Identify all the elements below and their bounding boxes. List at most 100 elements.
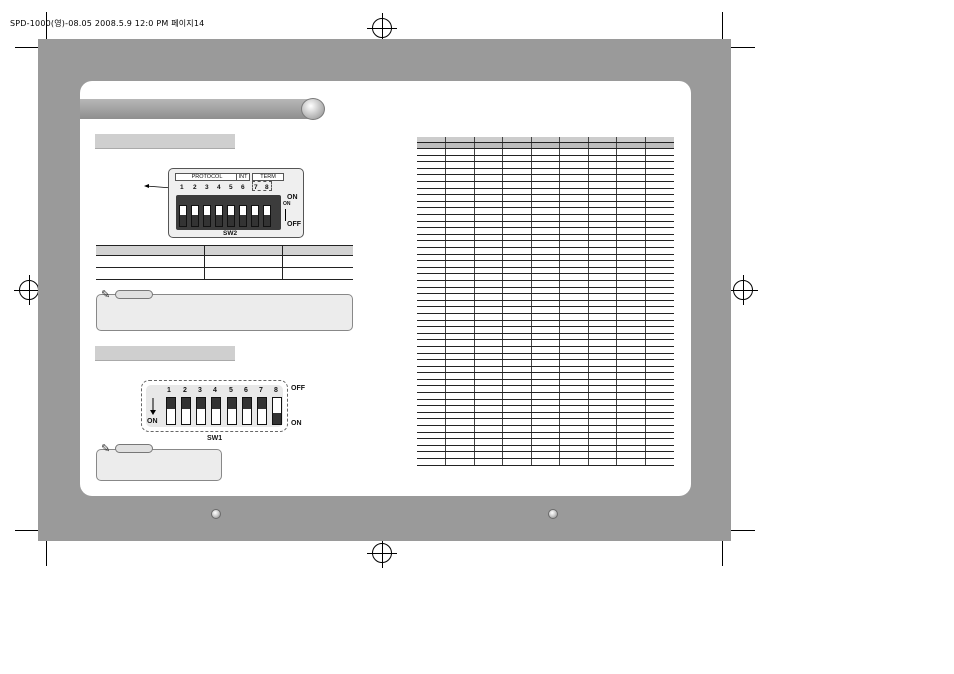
table-cell (559, 306, 589, 314)
table-cell (559, 214, 589, 222)
sw1-toggle[interactable] (196, 397, 206, 425)
table-cell (530, 181, 560, 189)
sw1-toggle[interactable] (272, 397, 282, 425)
table-cell (417, 300, 446, 308)
table-cell (473, 142, 503, 150)
note-tag (115, 444, 153, 453)
table-cell (587, 445, 617, 453)
table-cell (502, 181, 532, 189)
table-cell (530, 240, 560, 248)
table-cell (616, 432, 646, 440)
table-cell (644, 181, 674, 189)
table-cell (644, 142, 674, 150)
table-cell (473, 287, 503, 295)
sw2-toggle[interactable] (263, 205, 271, 227)
table-cell (473, 161, 503, 169)
term-group-label: TERM (252, 173, 284, 181)
table-cell (616, 227, 646, 235)
table-cell (616, 142, 646, 150)
table-cell (445, 214, 475, 222)
sw2-toggle[interactable] (191, 205, 199, 227)
table-cell (417, 234, 446, 242)
table-cell (445, 445, 475, 453)
table-cell (473, 385, 503, 394)
sw1-toggle[interactable] (181, 397, 191, 425)
table-cell (616, 161, 646, 169)
table-cell (473, 445, 503, 453)
table-cell (445, 366, 475, 374)
table-cell (587, 418, 617, 427)
table-cell (644, 425, 674, 433)
table-cell (473, 379, 503, 387)
table-cell (559, 300, 589, 308)
pointer-arrow-icon (144, 184, 173, 189)
sw1-on-label: ON (291, 420, 302, 427)
table-row (96, 255, 353, 268)
table-cell (445, 280, 475, 288)
table-row (96, 267, 353, 280)
table-cell (559, 287, 589, 295)
table-cell (502, 247, 532, 255)
table-cell (644, 240, 674, 248)
table-cell (445, 293, 475, 301)
table-cell (644, 174, 674, 183)
sw1-toggle[interactable] (227, 397, 237, 425)
table-cell (502, 346, 532, 354)
table-cell (616, 372, 646, 380)
table-cell (417, 346, 446, 354)
sw2-switch-bank (176, 195, 281, 230)
table-cell (616, 240, 646, 248)
table-cell (417, 194, 446, 202)
table-row (417, 240, 674, 248)
table-cell (445, 267, 475, 275)
table-cell (587, 227, 617, 235)
sw2-toggle[interactable] (203, 205, 211, 227)
sw2-toggle[interactable] (239, 205, 247, 227)
table-cell (616, 399, 646, 407)
table-cell (417, 188, 446, 196)
table-cell (616, 221, 646, 229)
sw2-toggle[interactable] (179, 205, 187, 227)
table-cell (445, 379, 475, 387)
table-cell (445, 458, 475, 466)
table-cell (530, 293, 560, 301)
table-cell (559, 201, 589, 209)
table-cell (587, 313, 617, 321)
sw2-toggle[interactable] (251, 205, 259, 227)
sw1-toggle[interactable] (166, 397, 176, 425)
table-cell (502, 372, 532, 380)
registration-mark-icon (14, 275, 44, 305)
table-cell (473, 181, 503, 189)
table-cell (530, 142, 560, 150)
sw2-toggle[interactable] (215, 205, 223, 227)
table-cell (417, 385, 446, 394)
table-cell (502, 280, 532, 288)
table-cell (616, 293, 646, 301)
table-cell (502, 221, 532, 229)
table-cell (502, 194, 532, 202)
table-cell (530, 359, 560, 367)
table-row (417, 247, 674, 255)
table-cell (616, 267, 646, 275)
table-cell (616, 254, 646, 262)
table-cell (417, 254, 446, 262)
sw1-toggle[interactable] (257, 397, 267, 425)
table-cell (559, 174, 589, 183)
address-table (417, 137, 674, 466)
table-cell (445, 320, 475, 328)
table-row (417, 293, 674, 301)
sw1-toggle[interactable] (211, 397, 221, 425)
table-row (417, 333, 674, 341)
table-cell (417, 221, 446, 229)
table-cell (644, 214, 674, 222)
table-cell (644, 320, 674, 328)
table-cell (530, 445, 560, 453)
table-cell (644, 137, 674, 143)
table-cell (445, 339, 475, 347)
sw1-toggle[interactable] (242, 397, 252, 425)
table-cell (417, 405, 446, 413)
table-cell (587, 207, 617, 216)
sw2-toggle[interactable] (227, 205, 235, 227)
table-row (417, 234, 674, 242)
note-box (96, 294, 353, 331)
